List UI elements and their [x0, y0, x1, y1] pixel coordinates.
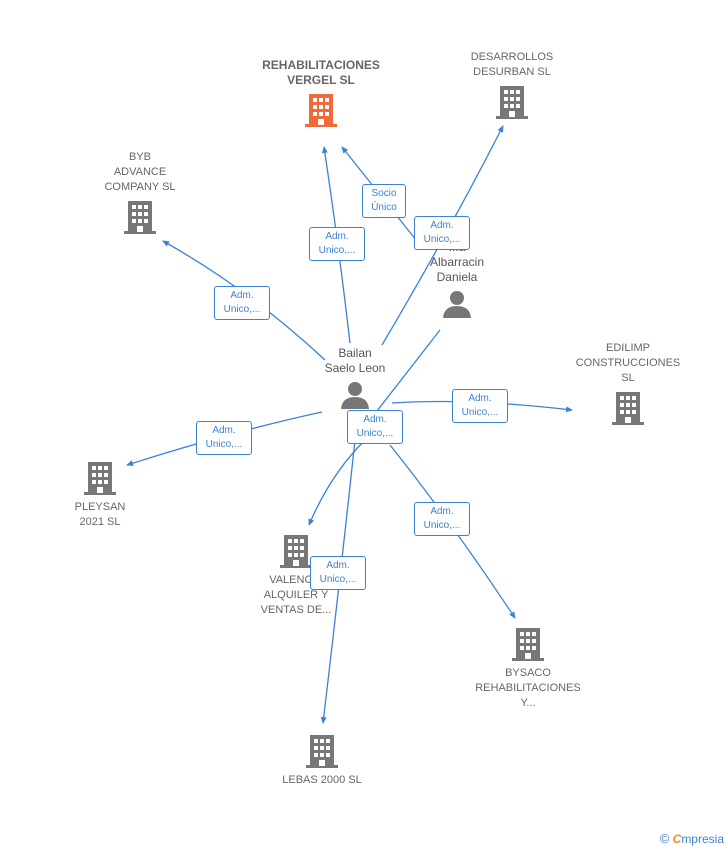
edge-label-adm-edilimp[interactable]: Adm. Unico,... [452, 389, 508, 423]
company-name: DESARROLLOS DESURBAN SL [470, 51, 554, 78]
company-name: BYSACO REHABILITACIONES Y... [475, 667, 581, 709]
edge-label-adm-rehabilitaciones[interactable]: Adm. Unico,... [309, 227, 365, 261]
person-icon [443, 291, 471, 318]
edge-label-adm-pleysan[interactable]: Adm. Unico,... [196, 421, 252, 455]
company-valencia-alquiler[interactable]: VALENCIA ALQUILER Y VENTAS DE... [246, 533, 346, 618]
brand-initial: C [672, 832, 682, 846]
edge-label-adm-center[interactable]: Adm. Unico,... [347, 410, 403, 444]
company-name: VALENCIA ALQUILER Y VENTAS DE... [260, 574, 332, 616]
building-icon [512, 628, 544, 661]
building-icon [612, 392, 644, 425]
company-byb-advance[interactable]: BYB ADVANCE COMPANY SL [82, 150, 198, 235]
company-name: BYB ADVANCE COMPANY SL [104, 151, 176, 193]
company-bysaco[interactable]: BYSACO REHABILITACIONES Y... [462, 626, 594, 711]
company-rehabilitaciones-vergel[interactable]: REHABILITACIONES VERGEL SL [246, 58, 396, 128]
company-name: PLEYSAN 2021 SL [74, 501, 126, 528]
building-icon [306, 735, 338, 768]
building-icon [124, 201, 156, 234]
edge-albarracin-bailan [369, 329, 441, 421]
building-icon [84, 462, 116, 495]
empresia-logo: © Cmpresia [660, 831, 724, 846]
company-edilimp[interactable]: EDILIMP CONSTRUCCIONES SL [562, 341, 694, 426]
company-desarrollos-desurban[interactable]: DESARROLLOS DESURBAN SL [448, 50, 576, 120]
edge-label-adm-bysaco[interactable]: Adm. Unico,... [414, 502, 470, 536]
building-icon [305, 94, 337, 127]
edge-label-adm-byb[interactable]: Adm. Unico,... [214, 286, 270, 320]
company-name: EDILIMP CONSTRUCCIONES SL [575, 342, 681, 384]
company-name: REHABILITACIONES VERGEL SL [262, 58, 380, 87]
company-lebas[interactable]: LEBAS 2000 SL [266, 733, 378, 788]
person-name: Bailan Saelo Leon [324, 346, 386, 375]
building-icon [496, 86, 528, 119]
building-icon [280, 535, 312, 568]
person-icon [341, 382, 369, 409]
edge-label-adm-desarrollos[interactable]: Adm. Unico,... [414, 216, 470, 250]
copyright-symbol: © [659, 831, 670, 846]
brand-name: mpresia [681, 832, 724, 846]
edge-label-socio-unico[interactable]: Socio Único [362, 184, 406, 218]
company-pleysan[interactable]: PLEYSAN 2021 SL [50, 460, 150, 530]
edge-bailan-valencia [308, 439, 366, 526]
edge-label-adm-lebas[interactable]: Adm. Unico,... [310, 556, 366, 590]
person-bailan-saelo-leon[interactable]: Bailan Saelo Leon [306, 346, 404, 410]
person-albarracin-daniela[interactable]: ...a Albarracin Daniela [412, 240, 502, 319]
company-name: LEBAS 2000 SL [282, 774, 362, 786]
